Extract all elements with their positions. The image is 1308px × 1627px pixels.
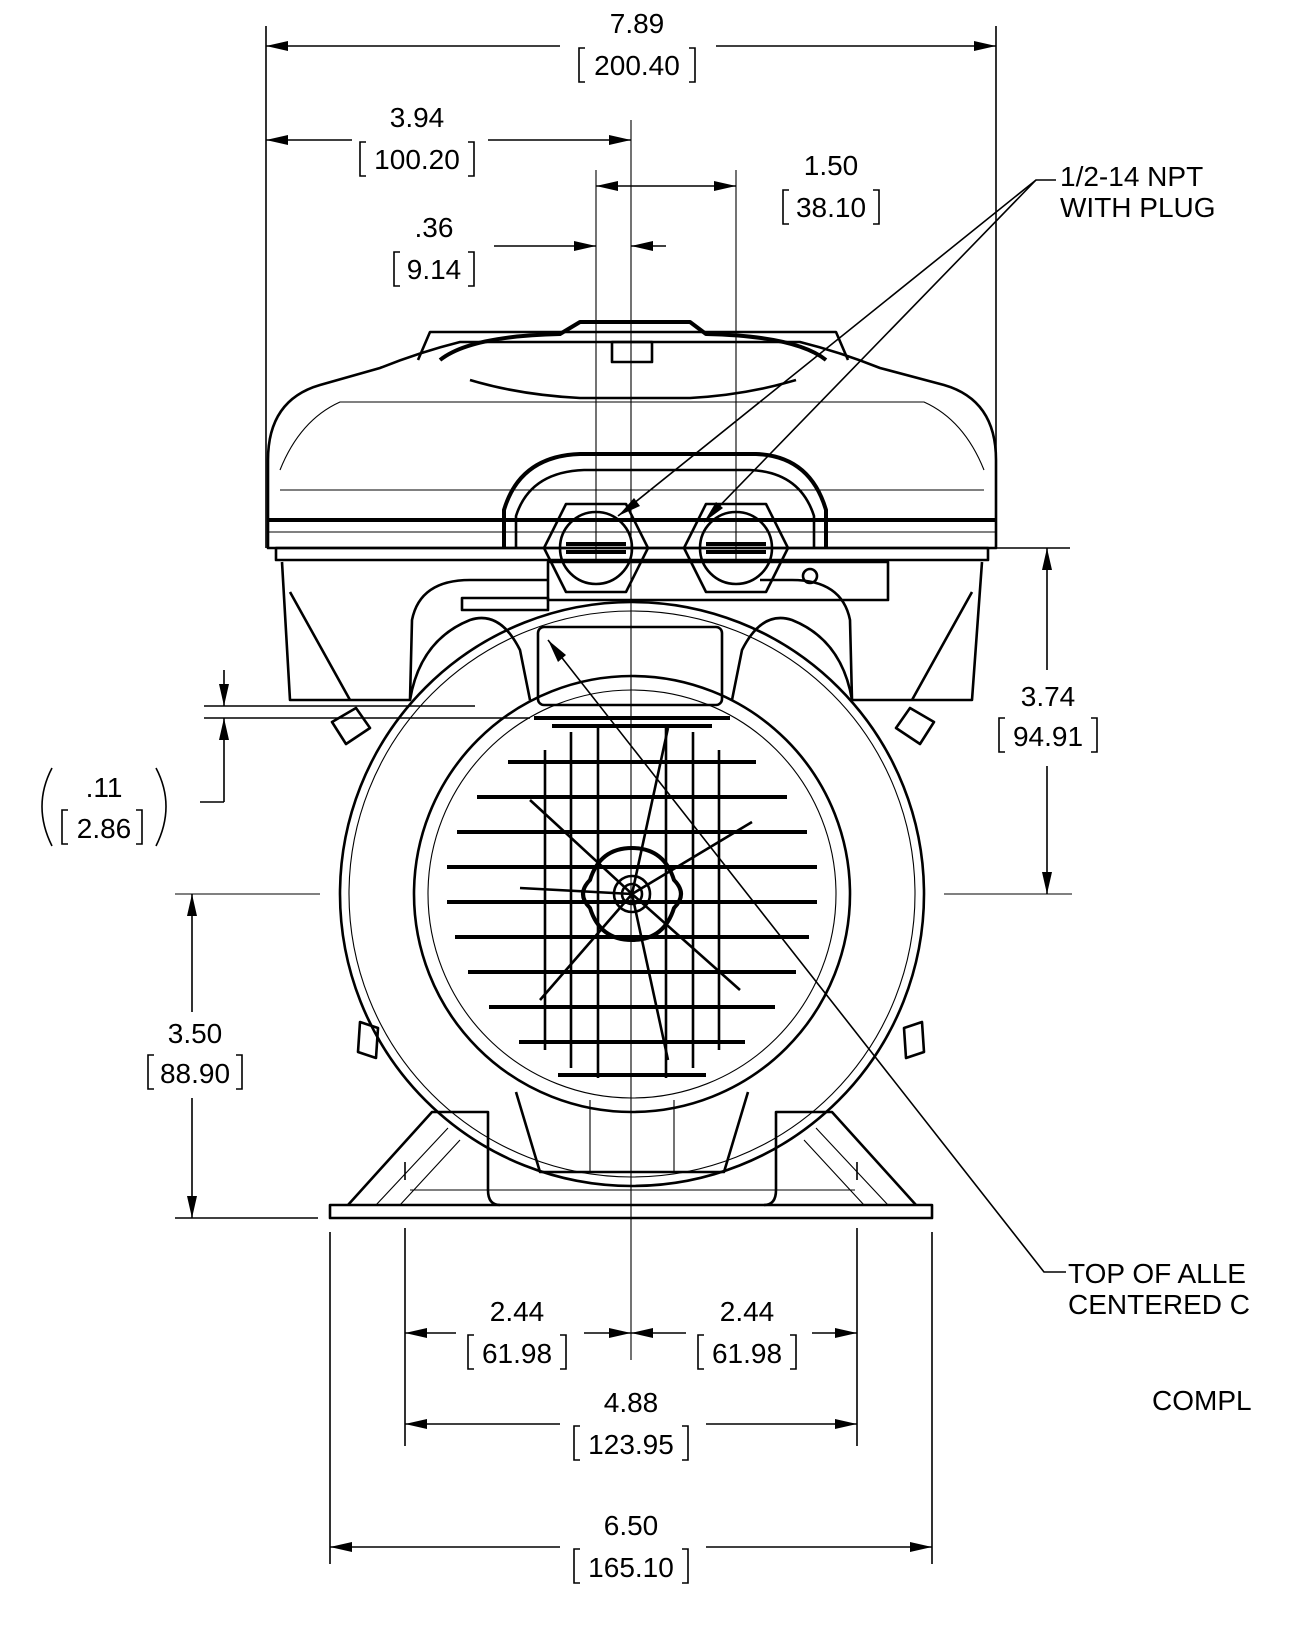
- mounting-base: [328, 1091, 934, 1220]
- base-width-in: 6.50: [604, 1510, 659, 1541]
- foot-half-left-in: 2.44: [490, 1296, 545, 1327]
- centerlines: [175, 120, 1072, 1360]
- conduit-offset-mm: 9.14: [407, 254, 462, 285]
- conduit-offset-in: .36: [415, 212, 454, 243]
- overall-width-in: 7.89: [610, 8, 665, 39]
- foot-span-in: 4.88: [604, 1387, 659, 1418]
- left-to-center-in: 3.94: [390, 102, 445, 133]
- base-width-mm: 165.10: [588, 1552, 674, 1583]
- fan-guard-grille: [447, 724, 817, 1078]
- callout-notes: 1/2-14 NPT WITH PLUG TOP OF ALLE CENTERE…: [1060, 161, 1252, 1416]
- ref-offset-in: .11: [86, 772, 123, 803]
- box-height-mm: 94.91: [1013, 721, 1083, 752]
- left-to-center-mm: 100.20: [374, 144, 460, 175]
- allen-note-line1: TOP OF ALLE: [1068, 1258, 1246, 1289]
- conduit-box-cover: [266, 320, 998, 602]
- conduit-spacing-mm: 38.10: [796, 192, 866, 223]
- shaft-height-mm: 88.90: [160, 1058, 230, 1089]
- side-bolts: [330, 706, 936, 1060]
- dimension-labels: 7.89 200.40 3.94 100.20 1.50 38.10 .36 9…: [77, 8, 1083, 1583]
- foot-half-left-mm: 61.98: [482, 1338, 552, 1369]
- box-height-in: 3.74: [1021, 681, 1076, 712]
- foot-half-right-mm: 61.98: [712, 1338, 782, 1369]
- dimension-lines: [175, 26, 1070, 1564]
- npt-note-line1: 1/2-14 NPT: [1060, 161, 1203, 192]
- foot-half-right-in: 2.44: [720, 1296, 775, 1327]
- compl-note: COMPL: [1152, 1385, 1252, 1416]
- ref-offset-mm: 2.86: [77, 813, 132, 844]
- dimension-brackets: [41, 47, 1098, 1584]
- motor-outline: [338, 600, 926, 1188]
- allen-note-line2: CENTERED C: [1068, 1289, 1250, 1320]
- frame-arms: [280, 561, 984, 720]
- foot-span-mm: 123.95: [588, 1429, 674, 1460]
- conduit-spacing-in: 1.50: [804, 150, 859, 181]
- npt-note-line2: WITH PLUG: [1060, 192, 1216, 223]
- overall-width-mm: 200.40: [594, 50, 680, 81]
- shaft-height-in: 3.50: [168, 1018, 223, 1049]
